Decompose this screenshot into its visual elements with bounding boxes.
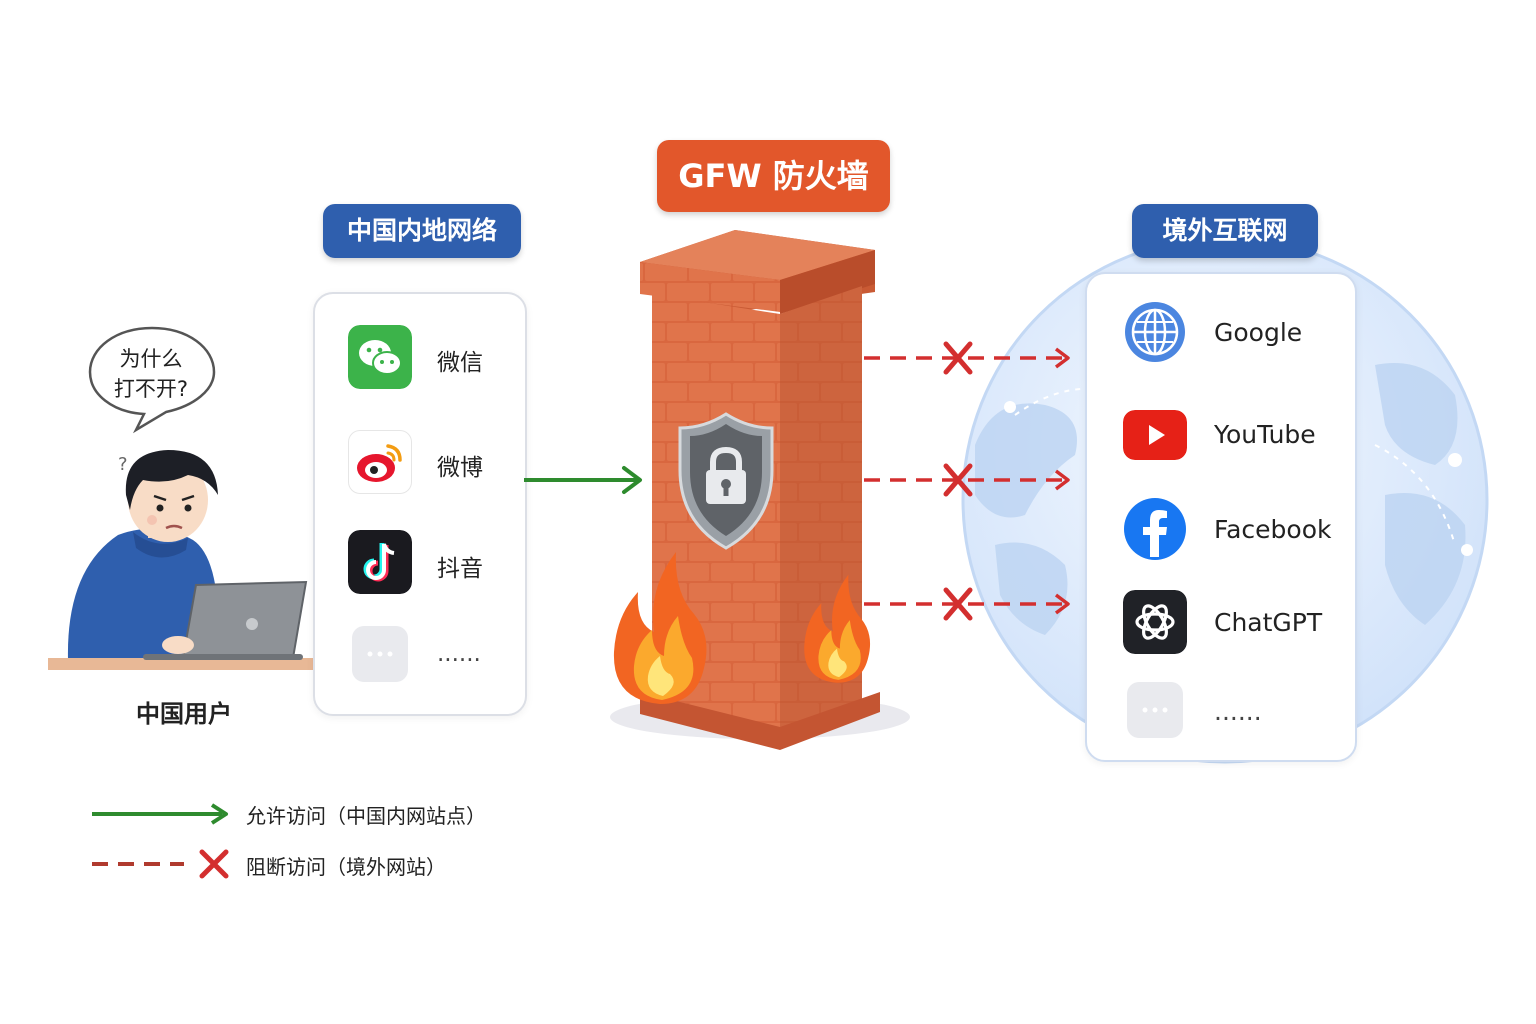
chatgpt-icon [1123, 590, 1187, 654]
speech-bubble [88, 326, 216, 434]
blocked-access-arrow-facebook [864, 587, 1070, 621]
douyin-icon [348, 530, 412, 594]
user-at-laptop-illustration: ? [48, 450, 318, 670]
legend-allowed-label: 允许访问（中国内网站点） [246, 804, 486, 828]
wechat-icon [348, 325, 412, 389]
blocked-access-arrow-google [864, 341, 1070, 375]
more-icon [352, 626, 408, 682]
flame-icon [613, 552, 707, 704]
svg-text:?: ? [118, 454, 128, 475]
app-label-wechat: 微信 [437, 350, 483, 376]
facebook-icon [1124, 498, 1186, 560]
bubble-line-1: 为什么 [119, 347, 183, 371]
bubble-line-2: 打不开? [113, 377, 189, 401]
allowed-access-arrow [524, 466, 642, 494]
domestic-apps-panel [313, 292, 527, 716]
weibo-icon [348, 430, 412, 494]
globe-icon [1125, 302, 1185, 362]
legend-blocked-arrow-icon [92, 849, 229, 879]
app-label-more: ...... [437, 641, 481, 667]
service-label-facebook: Facebook [1214, 515, 1332, 544]
blocked-access-arrow-youtube [864, 463, 1070, 497]
legend-blocked-label: 阻断访问（境外网站） [246, 855, 446, 879]
service-label-google: Google [1214, 318, 1303, 347]
foreign-services-panel [1085, 272, 1357, 762]
flame-icon [804, 574, 871, 683]
legend-allowed-arrow-icon [92, 803, 228, 825]
user-label: 中国用户 [136, 700, 232, 728]
lock-shield-icon [678, 412, 774, 550]
app-label-douyin: 抖音 [437, 556, 483, 582]
domestic-network-title: 中国内地网络 [323, 204, 521, 258]
foreign-internet-title: 境外互联网 [1132, 204, 1318, 258]
service-label-chatgpt: ChatGPT [1214, 608, 1323, 637]
service-label-more: ...... [1214, 697, 1262, 726]
service-label-youtube: YouTube [1214, 420, 1316, 449]
youtube-icon [1123, 410, 1187, 460]
more-icon [1127, 682, 1183, 738]
app-label-weibo: 微博 [437, 455, 483, 481]
firewall-title: GFW 防火墙 [657, 140, 890, 212]
